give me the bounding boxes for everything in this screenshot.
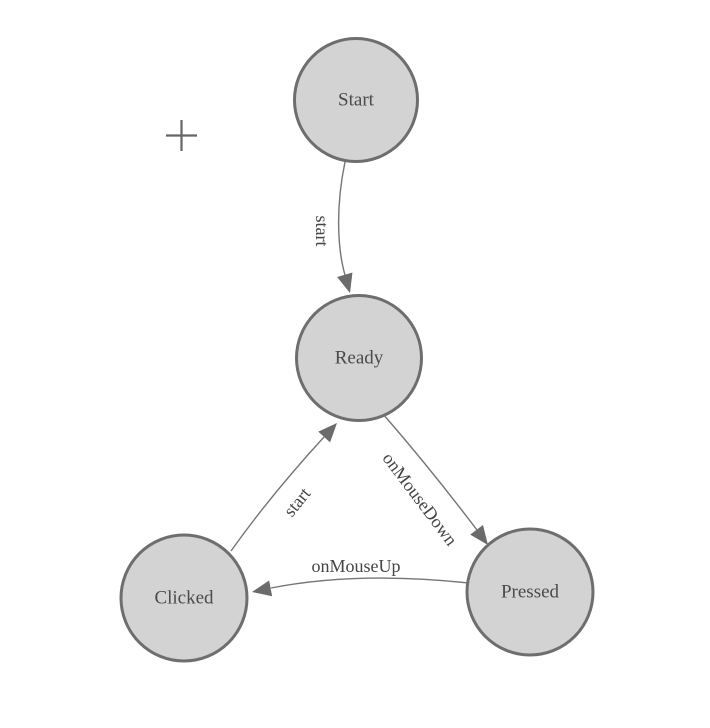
transition-clicked-to-ready[interactable]: start: [230, 418, 343, 552]
node-circle[interactable]: [465, 527, 595, 657]
edge-line[interactable]: [230, 436, 325, 552]
edge-line[interactable]: [337, 161, 346, 276]
state-node-clicked[interactable]: Clicked: [119, 533, 249, 663]
arrowhead-icon: [252, 580, 273, 597]
node-label: Ready: [335, 348, 384, 369]
edge-label: onMouseUp: [312, 556, 401, 576]
edge-line[interactable]: [270, 577, 470, 589]
arrowhead-icon: [470, 525, 488, 545]
transition-pressed-to-clicked[interactable]: onMouseUp: [250, 556, 470, 600]
arrowhead-icon: [337, 272, 353, 293]
transition-start-to-ready[interactable]: start: [312, 161, 358, 295]
node-circle[interactable]: [119, 533, 249, 663]
state-node-pressed[interactable]: Pressed: [465, 527, 595, 657]
arrowhead-icon: [318, 423, 337, 443]
node-label: Pressed: [501, 582, 560, 603]
edge-line[interactable]: [382, 413, 478, 531]
node-circle[interactable]: [293, 37, 419, 163]
node-label: Start: [338, 90, 375, 111]
node-label: Clicked: [154, 588, 214, 609]
plus-crosshair-icon: [166, 120, 197, 151]
edge-label: onMouseDown: [379, 449, 462, 550]
state-node-start[interactable]: Start: [293, 37, 419, 163]
node-circle[interactable]: [295, 294, 423, 422]
state-node-ready[interactable]: Ready: [295, 294, 423, 422]
transition-ready-to-pressed[interactable]: onMouseDown: [379, 413, 495, 550]
edge-label: start: [312, 216, 332, 247]
edge-label: start: [279, 484, 314, 521]
